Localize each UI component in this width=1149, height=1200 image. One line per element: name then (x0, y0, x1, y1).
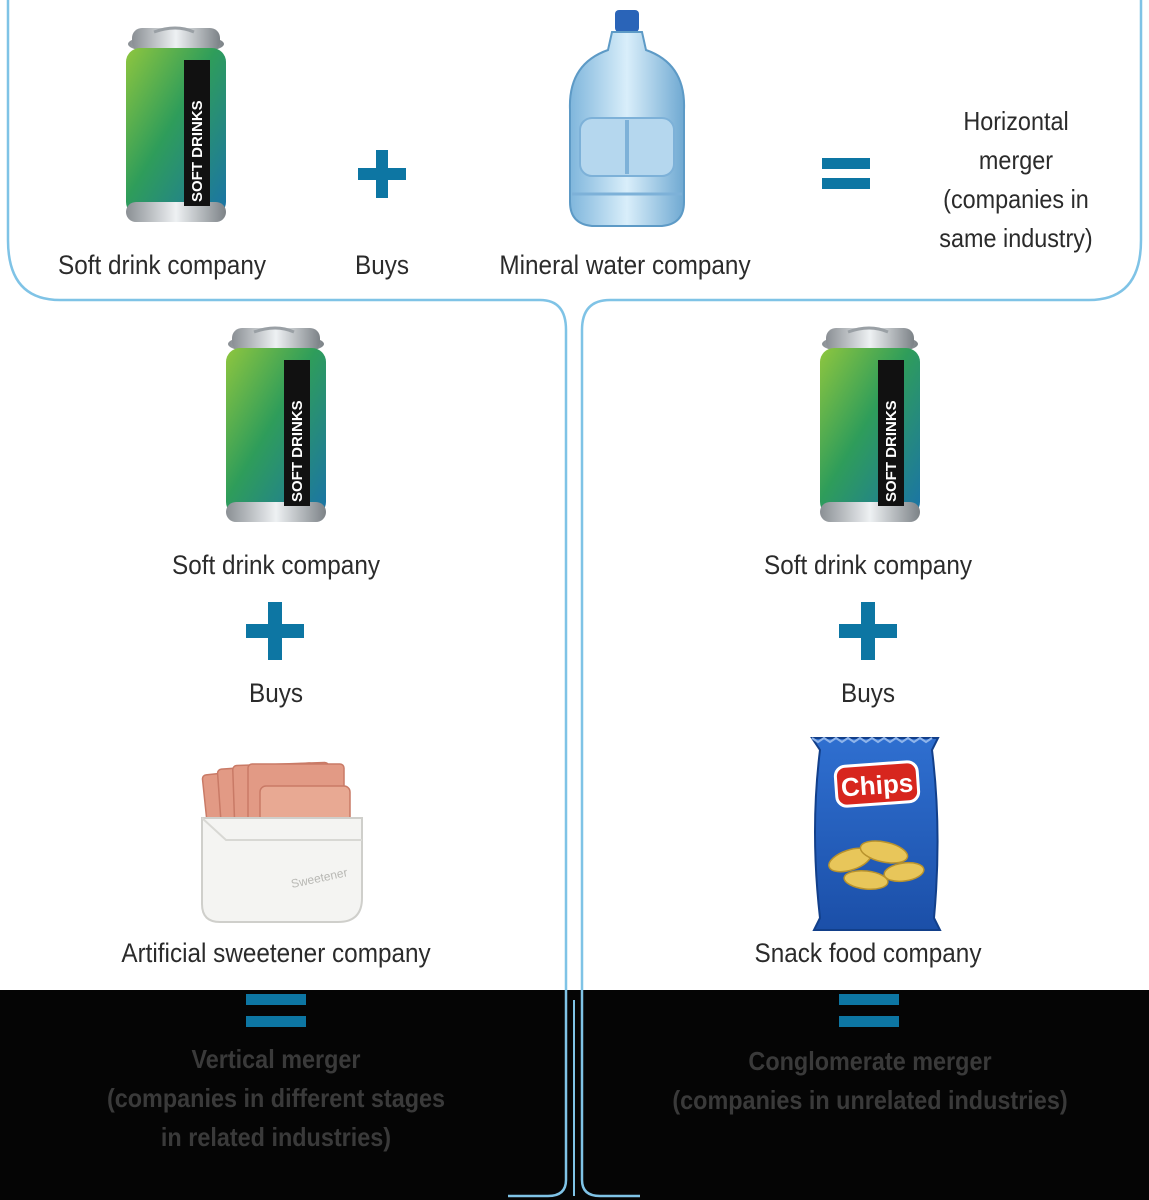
top-right-company-label: Mineral water company (499, 250, 751, 280)
left-buys-label: Buys (248, 678, 304, 708)
horizontal-merger-result: Horizontal merger (companies in same ind… (912, 102, 1121, 258)
result-line: Horizontal (963, 106, 1069, 136)
right-first-company-label: Soft drink company (763, 550, 972, 580)
equals-icon (822, 158, 870, 190)
result-line: in related industries) (160, 1122, 392, 1152)
soda-can-icon: SOFT DRINKS (226, 326, 326, 522)
result-line: (companies in (943, 184, 1089, 214)
soda-can-icon: SOFT DRINKS (820, 326, 920, 522)
left-second-company-label: Artificial sweetener company (121, 938, 431, 968)
result-line: Conglomerate merger (748, 1046, 992, 1076)
plus-icon (839, 602, 897, 660)
water-jug-icon (568, 10, 686, 227)
can-brand-text: SOFT DRINKS (289, 400, 306, 502)
result-line: (companies in unrelated industries) (672, 1085, 1068, 1115)
right-buys-label: Buys (840, 678, 896, 708)
equals-icon (839, 994, 899, 1028)
plus-icon (246, 602, 304, 660)
conglomerate-merger-result: Conglomerate merger (companies in unrela… (663, 1042, 1077, 1120)
top-buys-label: Buys (354, 250, 410, 280)
left-first-company-label: Soft drink company (171, 550, 380, 580)
bag-brand-text: Chips (840, 768, 914, 803)
result-line: Vertical merger (191, 1044, 361, 1074)
plus-icon (358, 150, 406, 198)
can-brand-text: SOFT DRINKS (883, 400, 900, 502)
equals-icon (246, 994, 306, 1028)
result-line: (companies in different stages (106, 1083, 446, 1113)
result-line: merger (978, 145, 1054, 175)
result-line: same industry) (939, 223, 1093, 253)
vertical-merger-result: Vertical merger (companies in different … (78, 1040, 474, 1157)
chips-bag-icon: Chips (810, 736, 942, 931)
top-left-company-label: Soft drink company (57, 250, 266, 280)
right-second-company-label: Snack food company (754, 938, 982, 968)
sweetener-box-icon: Sweetener (201, 761, 363, 923)
can-brand-text: SOFT DRINKS (189, 100, 206, 202)
soda-can-icon: SOFT DRINKS (126, 26, 226, 222)
